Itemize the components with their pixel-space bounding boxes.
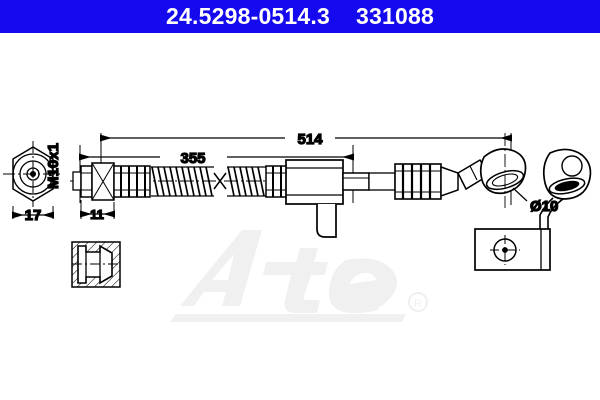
secondary-banjo-eye [539,148,592,229]
technical-drawing-canvas: 17 M10x1 514 355 [0,33,600,400]
hex-nut-end-view [3,141,63,207]
thread-length-value: 11 [90,207,104,222]
hose-right-section [368,158,491,200]
banjo-end-fitting [479,133,527,208]
hex-width-value: 17 [25,207,42,224]
hose-body [113,165,301,198]
mounting-bracket [474,228,551,271]
partial-length-value: 355 [180,150,205,167]
header-banner: 24.5298-0514.3 331088 [0,0,600,33]
reference-number-label: 331088 [356,3,434,29]
center-block-fitting [285,159,370,238]
overall-length-value: 514 [297,131,323,148]
hex-width-dimension [11,206,55,219]
banjo-bore-leader-line [512,187,528,202]
thread-length-dimension [79,200,116,219]
fitting-section-detail [71,241,121,288]
part-number-label: 24.5298-0514.3 [166,3,330,29]
thread-spec-value: M10x1 [45,143,62,189]
female-thread-fitting [72,162,115,201]
